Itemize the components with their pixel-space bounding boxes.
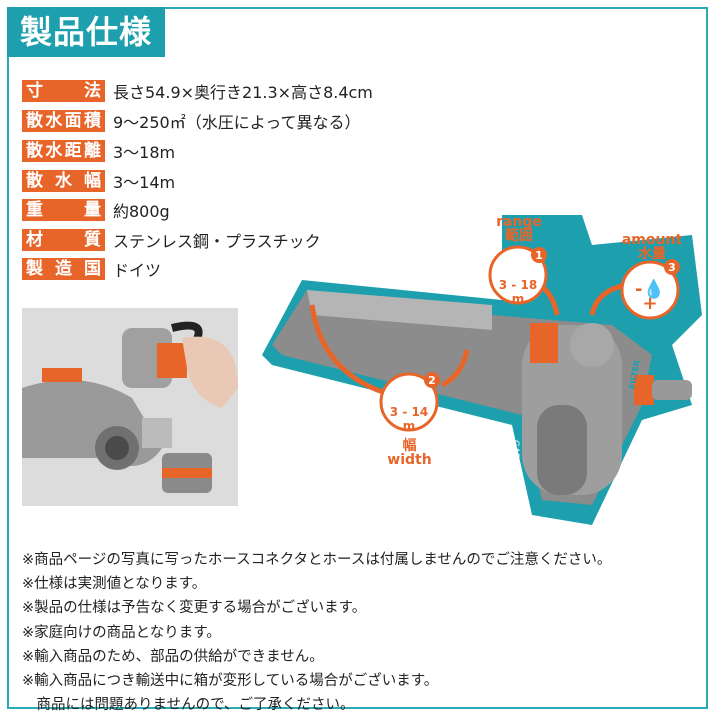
- hose-connector-photo: [22, 308, 238, 506]
- spec-value: 長さ54.9×奥行き21.3×高さ8.4cm: [113, 83, 373, 102]
- spec-value: 3～14m: [113, 173, 176, 192]
- spec-row-area: 散水面積 9～250㎡（水圧によって異なる）: [22, 110, 360, 132]
- spec-label: 材質: [22, 229, 105, 251]
- amount-en: amount: [621, 232, 683, 248]
- spec-row-dimensions: 寸法長さ54.9×奥行き21.3×高さ8.4cm: [22, 80, 373, 102]
- notes: ※商品ページの写真に写ったホースコネクタとホースは付属しませんのでご注意ください…: [22, 548, 611, 717]
- width-en: width: [387, 452, 432, 468]
- spec-value: 約800g: [113, 202, 170, 221]
- spec-value: ステンレス鋼・プラスチック: [113, 232, 321, 251]
- note: 商品には問題ありませんので、ご了承ください。: [22, 697, 355, 714]
- note: ※仕様は実測値となります。: [22, 576, 207, 593]
- note: ※輸入商品につき輸送中に箱が変形している場合がございます。: [22, 673, 439, 690]
- spec-label: 散水幅: [22, 170, 105, 192]
- spec-value: 9～250㎡（水圧によって異なる）: [113, 113, 361, 132]
- spec-row-material: 材質ステンレス鋼・プラスチック: [22, 229, 321, 251]
- note: ※家庭向けの商品となります。: [22, 624, 221, 641]
- brand-logo: GARDENA: [510, 440, 520, 485]
- range-en: range: [496, 214, 542, 230]
- spec-row-distance: 散水距離 3～18m: [22, 140, 175, 162]
- spec-label: 寸法: [22, 80, 105, 102]
- width-jp: 幅: [402, 438, 417, 454]
- note: ※商品ページの写真に写ったホースコネクタとホースは付属しませんのでご注意ください…: [22, 552, 612, 568]
- spec-frame: [7, 7, 708, 709]
- range-number: 1: [535, 249, 543, 262]
- spec-label: 重量: [22, 199, 105, 221]
- note: ※製品の仕様は予告なく変更する場合がございます。: [22, 600, 367, 617]
- range-value: 3 - 18 m: [498, 278, 538, 306]
- range-jp: 範囲: [505, 228, 533, 244]
- spec-row-width: 散水幅 3～14m: [22, 170, 175, 192]
- spec-label: 散水面積: [22, 110, 105, 132]
- water-drop-icon: -💧+: [635, 279, 665, 314]
- amount-number: 3: [668, 261, 676, 274]
- width-number: 2: [428, 374, 436, 387]
- spec-row-origin: 製造国ドイツ: [22, 258, 161, 280]
- spec-value: 3～18m: [113, 143, 176, 162]
- spec-label: 製造国: [22, 258, 105, 280]
- spec-label: 散水距離: [22, 140, 105, 162]
- spec-value: ドイツ: [113, 261, 162, 280]
- spec-row-weight: 重量約800g: [22, 199, 170, 221]
- note: ※輸入商品のため、部品の供給ができません。: [22, 648, 324, 665]
- page-title: 製品仕様: [7, 7, 165, 57]
- width-value: 3 - 14 m: [389, 405, 429, 433]
- amount-jp: 水量: [638, 246, 666, 262]
